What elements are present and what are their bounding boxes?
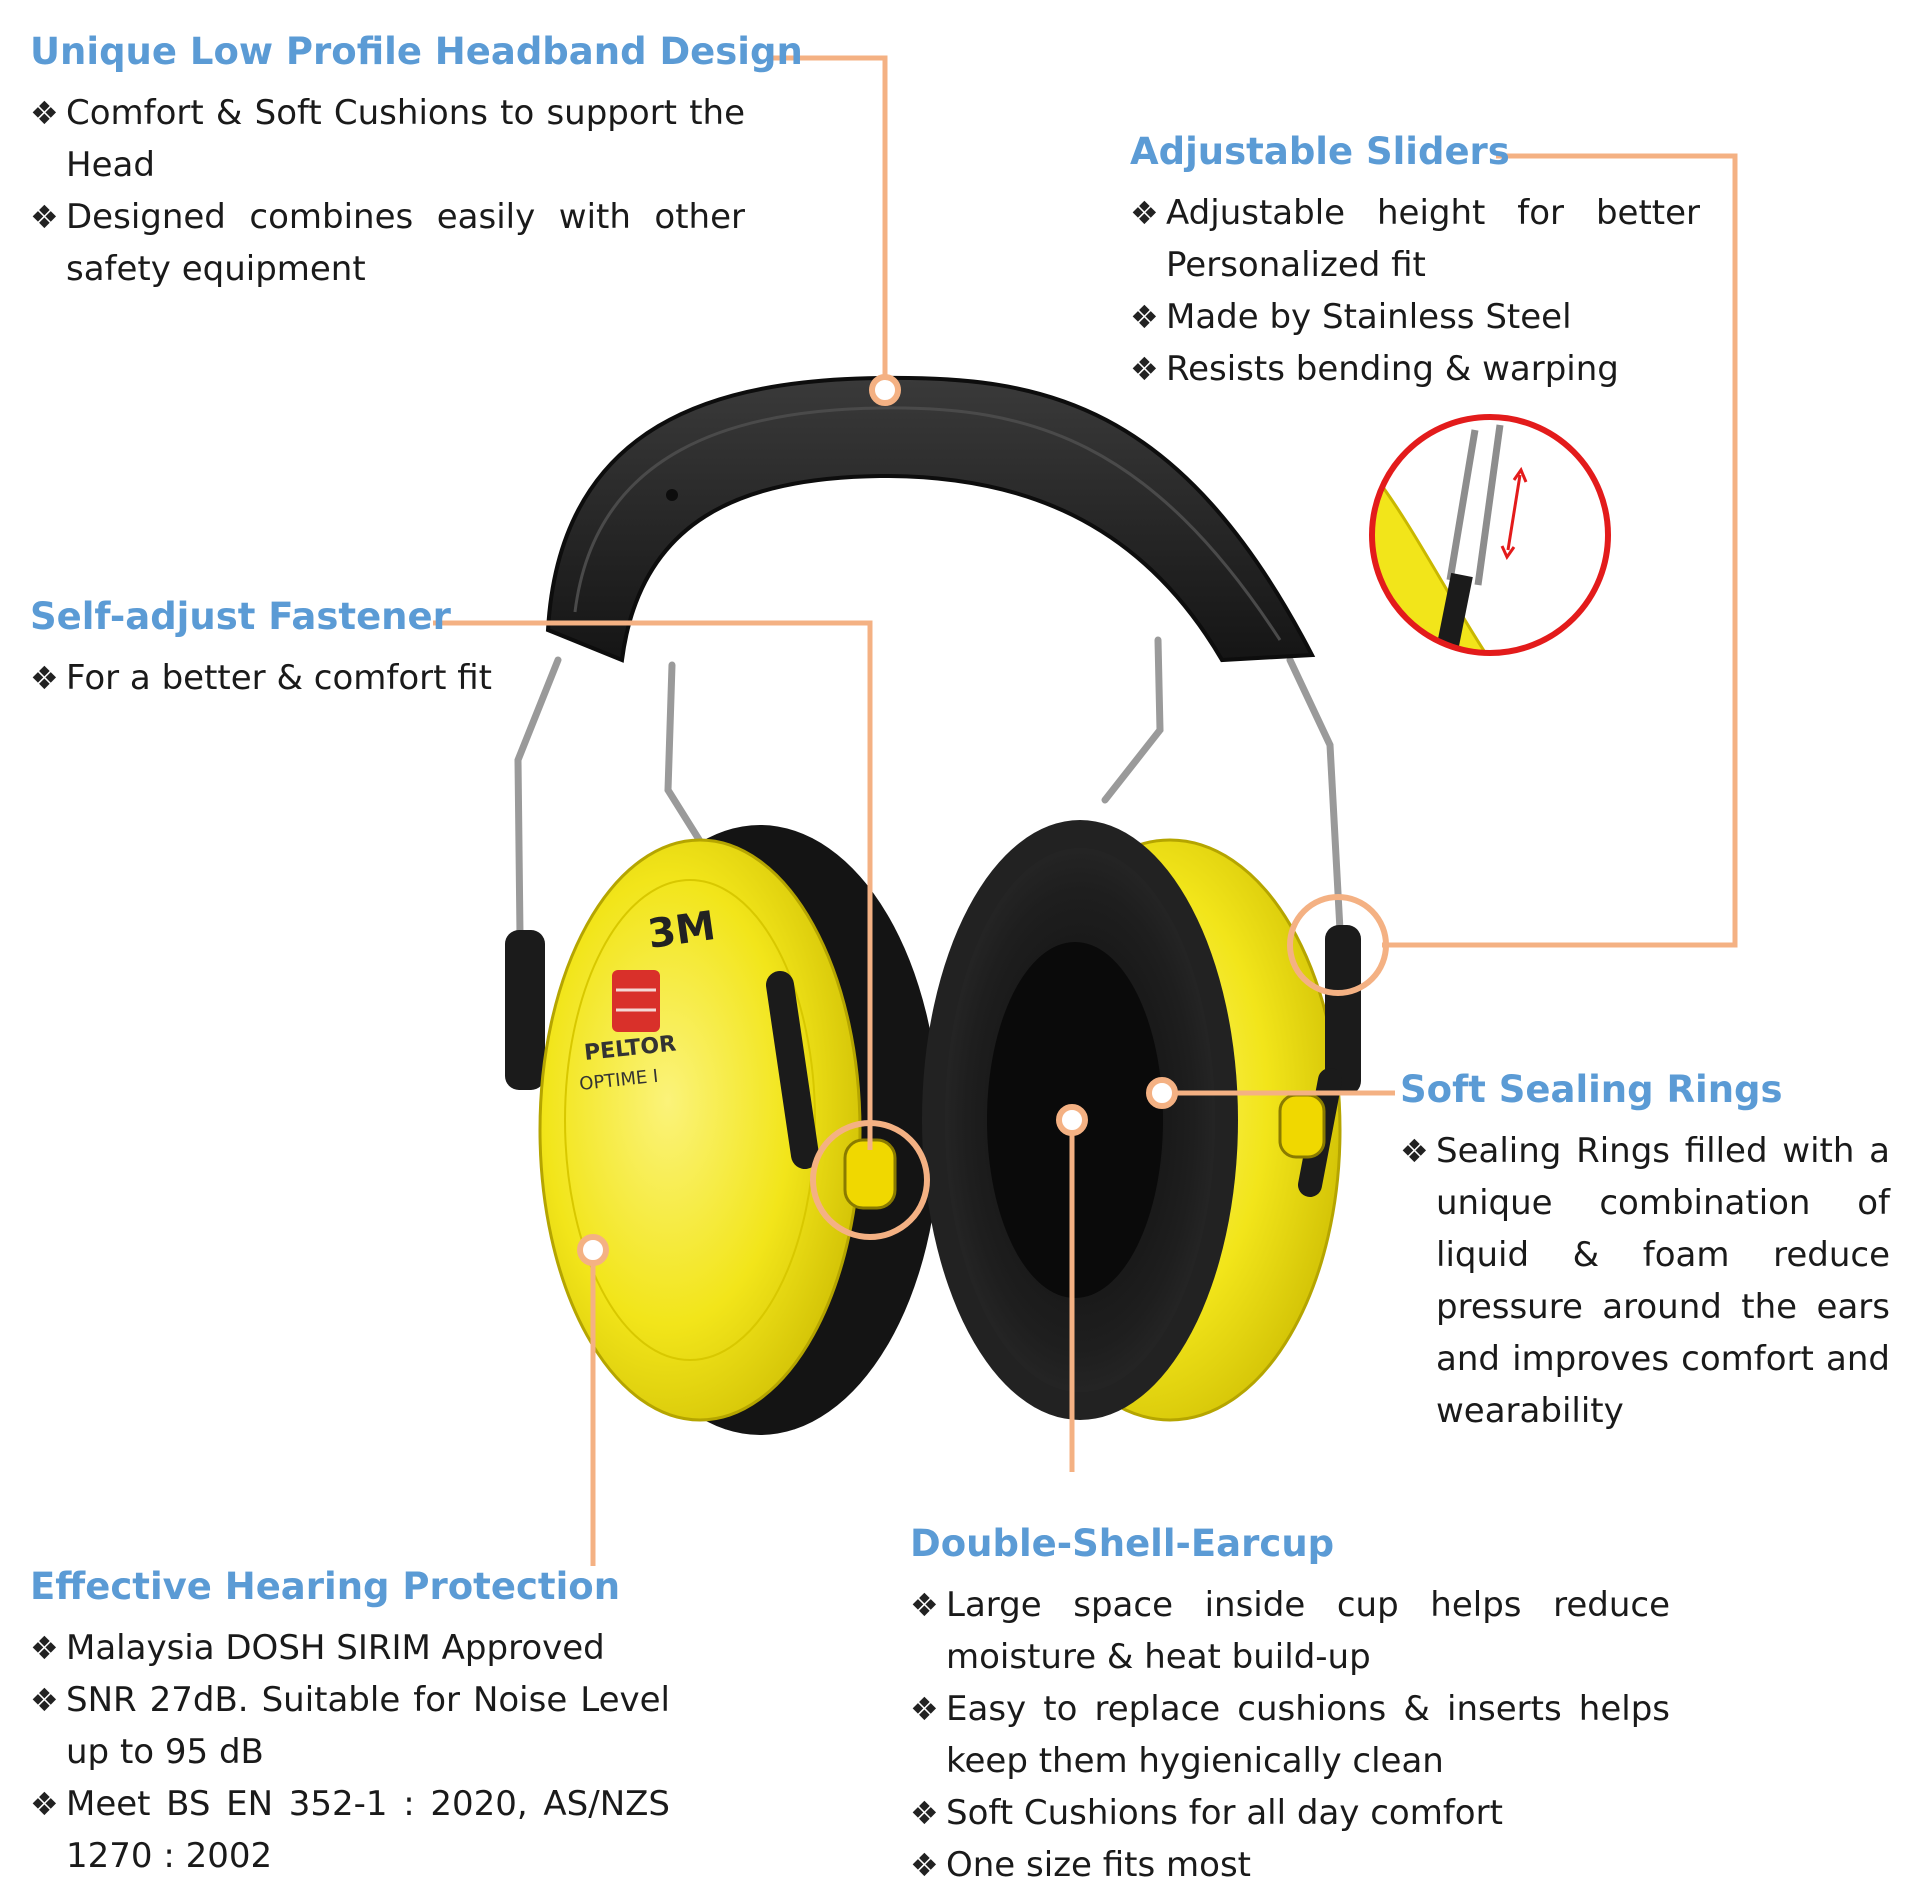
list-item: ❖Easy to replace cushions & inserts help… — [910, 1683, 1670, 1787]
leader-headband — [773, 55, 888, 390]
bullet-list: ❖Sealing Rings filled with a unique comb… — [1400, 1125, 1890, 1437]
list-item: ❖Resists bending & warping — [1130, 343, 1700, 395]
list-item: ❖One size fits most — [910, 1839, 1670, 1891]
list-item: ❖Adjustable height for better Personaliz… — [1130, 187, 1700, 291]
list-item: ❖Comfort & Soft Cushions to support the … — [30, 87, 745, 191]
arrow-up-down-icon — [1506, 474, 1522, 551]
list-item: ❖Designed combines easily with other saf… — [30, 191, 745, 295]
bullet-icon: ❖ — [30, 659, 59, 697]
bullet-icon: ❖ — [1400, 1132, 1429, 1170]
list-item: ❖For a better & comfort fit — [30, 652, 630, 704]
callout-markers — [577, 374, 1389, 1266]
marker-ring-icon — [810, 1120, 930, 1240]
list-item: ❖SNR 27dB. Suitable for Noise Level up t… — [30, 1674, 670, 1778]
bullet-list: ❖Malaysia DOSH SIRIM Approved ❖SNR 27dB.… — [30, 1622, 670, 1882]
callout-sliders: Adjustable Sliders ❖Adjustable height fo… — [1130, 130, 1700, 395]
bullet-icon: ❖ — [30, 94, 59, 132]
leader-fastener — [433, 620, 873, 1150]
callout-fastener: Self-adjust Fastener ❖For a better & com… — [30, 595, 630, 704]
left-slider-arm — [505, 930, 545, 1090]
bullet-list: ❖Large space inside cup helps reduce moi… — [910, 1579, 1670, 1891]
marker-dot-icon — [869, 374, 901, 406]
list-item: ❖Made by Stainless Steel — [1130, 291, 1700, 343]
right-fastener — [1278, 1093, 1326, 1159]
bullet-icon: ❖ — [910, 1586, 939, 1624]
callout-sealing: Soft Sealing Rings ❖Sealing Rings filled… — [1400, 1068, 1890, 1437]
bullet-icon: ❖ — [30, 1785, 59, 1823]
bullet-icon: ❖ — [30, 1629, 59, 1667]
left-earcup: 3M PELTOR OPTIME I — [538, 825, 940, 1435]
bullet-icon: ❖ — [910, 1846, 939, 1884]
leader-sliders — [1382, 153, 1738, 948]
bullet-icon: ❖ — [910, 1794, 939, 1832]
peltor-badge-icon — [612, 970, 660, 1032]
bullet-icon: ❖ — [30, 198, 59, 236]
callout-earcup: Double-Shell-Earcup ❖Large space inside … — [910, 1522, 1670, 1891]
marker-dot-icon — [577, 1234, 609, 1266]
bullet-icon: ❖ — [910, 1690, 939, 1728]
callout-title: Effective Hearing Protection — [30, 1565, 621, 1608]
right-earcup — [922, 820, 1342, 1422]
right-slider-arm — [1325, 925, 1361, 1095]
leader-lines — [433, 55, 1738, 1566]
bullet-list: ❖Comfort & Soft Cushions to support the … — [30, 87, 745, 295]
bullet-list: ❖Adjustable height for better Personaliz… — [1130, 187, 1700, 395]
callout-title: Soft Sealing Rings — [1400, 1068, 1783, 1111]
rivet-icon — [666, 489, 678, 501]
bullet-icon: ❖ — [1130, 194, 1159, 232]
callout-title: Double-Shell-Earcup — [910, 1522, 1335, 1565]
callout-headband: Unique Low Profile Headband Design ❖Comf… — [30, 30, 803, 295]
marker-dot-icon — [1146, 1077, 1178, 1109]
list-item: ❖Soft Cushions for all day comfort — [910, 1787, 1670, 1839]
list-item: ❖Sealing Rings filled with a unique comb… — [1400, 1125, 1890, 1437]
marker-dot-icon — [1056, 1104, 1088, 1136]
list-item: ❖Large space inside cup helps reduce moi… — [910, 1579, 1670, 1683]
bullet-list: ❖For a better & comfort fit — [30, 652, 630, 704]
headband — [545, 375, 1316, 663]
callout-title: Unique Low Profile Headband Design — [30, 30, 803, 73]
marker-ring-icon — [1287, 894, 1389, 996]
list-item: ❖Meet BS EN 352-1 : 2020, AS/NZS 1270 : … — [30, 1778, 670, 1882]
list-item: ❖Malaysia DOSH SIRIM Approved — [30, 1622, 670, 1674]
bullet-icon: ❖ — [30, 1681, 59, 1719]
logo-3m: 3M — [645, 903, 718, 958]
callout-protection: Effective Hearing Protection ❖Malaysia D… — [30, 1565, 670, 1882]
bullet-icon: ❖ — [1130, 298, 1159, 336]
left-fastener — [766, 971, 897, 1210]
zoom-circle — [1369, 414, 1611, 656]
slider-zoom-inset — [1369, 414, 1611, 656]
callout-title: Self-adjust Fastener — [30, 595, 451, 638]
bullet-icon: ❖ — [1130, 350, 1159, 388]
callout-title: Adjustable Sliders — [1130, 130, 1510, 173]
